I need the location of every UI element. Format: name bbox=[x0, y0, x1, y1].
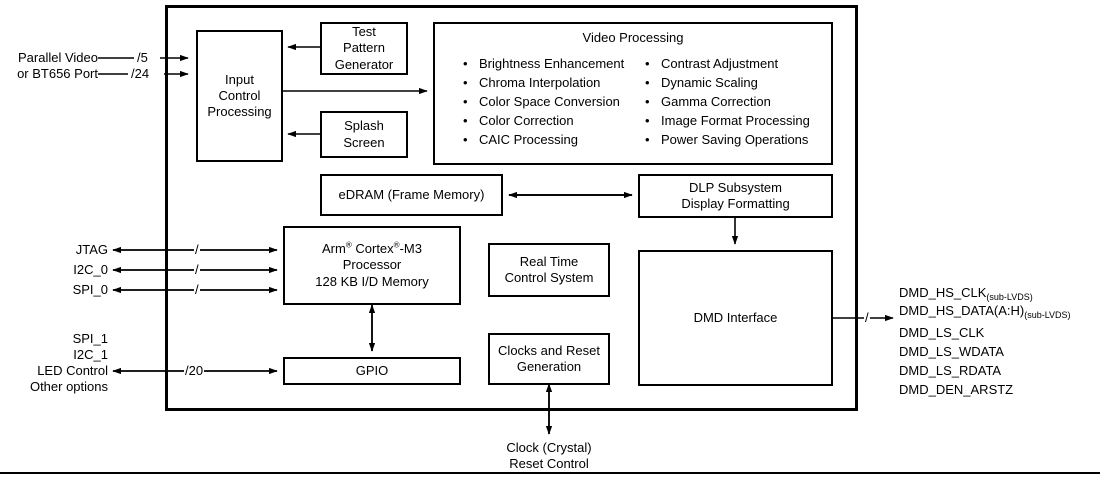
splash-line1: Splash bbox=[344, 118, 384, 134]
video-processing-item: Contrast Adjustment bbox=[645, 54, 831, 73]
edram-label: eDRAM (Frame Memory) bbox=[338, 186, 485, 202]
bus-width-5-label: /5 bbox=[136, 50, 149, 65]
test-pattern-line1: Test bbox=[352, 24, 376, 40]
label-i2c-1: I2C_1 bbox=[73, 347, 108, 362]
video-processing-item: Power Saving Operations bbox=[645, 130, 831, 149]
dmd-hs-clk-base: DMD_HS_CLK bbox=[899, 285, 987, 300]
block-real-time-control-system[interactable]: Real Time Control System bbox=[488, 243, 610, 297]
label-led-control: LED Control bbox=[37, 363, 108, 378]
video-processing-left-column: Brightness Enhancement Chroma Interpolat… bbox=[435, 54, 633, 149]
label-dmd-hs-data: DMD_HS_DATA(A:H)(sub-LVDS) bbox=[899, 303, 1071, 320]
test-pattern-line3: Generator bbox=[334, 56, 394, 72]
video-processing-item: Image Format Processing bbox=[645, 111, 831, 130]
clocks-line1: Clocks and Reset bbox=[498, 342, 600, 358]
bus-width-24-label: /24 bbox=[130, 66, 151, 81]
arm-text-post: -M3 bbox=[399, 241, 422, 257]
label-parallel-video-line2: or BT656 Port bbox=[17, 66, 98, 81]
label-dmd-den-arstz: DMD_DEN_ARSTZ bbox=[899, 382, 1014, 397]
bus-slash-jtag: / bbox=[194, 242, 200, 257]
arm-cortex-line3: 128 KB I/D Memory bbox=[315, 273, 429, 289]
label-dmd-ls-clk: DMD_LS_CLK bbox=[899, 325, 985, 340]
dlp-subsystem-line2: Display Formatting bbox=[681, 196, 790, 211]
label-other-options: Other options bbox=[29, 379, 108, 394]
label-parallel-video-line1: Parallel Video bbox=[18, 50, 98, 65]
label-dmd-ls-wdata: DMD_LS_WDATA bbox=[899, 344, 1004, 359]
label-clock-crystal-line2: Reset Control bbox=[509, 456, 589, 471]
chip-boundary bbox=[165, 5, 858, 411]
bus-slash-dmd: / bbox=[864, 310, 870, 325]
gpio-label: GPIO bbox=[355, 362, 389, 378]
registered-mark-icon: ® bbox=[345, 240, 352, 250]
arm-cortex-line2: Processor bbox=[342, 257, 402, 273]
dmd-hs-data-base: DMD_HS_DATA(A:H) bbox=[899, 303, 1025, 318]
bus-slash-spi0: / bbox=[194, 282, 200, 297]
block-dlp-subsystem[interactable]: DLP Subsystem Display Formatting bbox=[638, 174, 833, 218]
clocks-line2: Generation bbox=[516, 359, 582, 374]
label-dmd-hs-clk: DMD_HS_CLK(sub-LVDS) bbox=[899, 285, 1033, 302]
video-processing-title: Video Processing bbox=[582, 30, 684, 45]
block-dmd-interface[interactable]: DMD Interface bbox=[638, 250, 833, 386]
block-clocks-and-reset-generation[interactable]: Clocks and Reset Generation bbox=[488, 333, 610, 385]
test-pattern-line2: Pattern bbox=[343, 40, 385, 56]
arm-cortex-line1: Arm® Cortex®-M3 bbox=[322, 241, 422, 257]
video-processing-item: Color Space Conversion bbox=[463, 92, 633, 111]
bus-slash-i2c0: / bbox=[194, 262, 200, 277]
block-arm-cortex-m3[interactable]: Arm® Cortex®-M3 Processor 128 KB I/D Mem… bbox=[283, 226, 461, 305]
label-clock-crystal-line1: Clock (Crystal) bbox=[506, 440, 592, 455]
input-control-line2: Control bbox=[218, 87, 261, 103]
video-processing-item: Gamma Correction bbox=[645, 92, 831, 111]
label-jtag: JTAG bbox=[75, 242, 108, 257]
real-time-line2: Control System bbox=[504, 270, 594, 285]
block-splash-screen[interactable]: Splash Screen bbox=[320, 111, 408, 158]
label-dmd-ls-rdata: DMD_LS_RDATA bbox=[899, 363, 1002, 378]
block-gpio[interactable]: GPIO bbox=[283, 357, 461, 385]
dmd-hs-clk-sub: (sub-LVDS) bbox=[986, 292, 1033, 302]
video-processing-item: Chroma Interpolation bbox=[463, 73, 633, 92]
dmd-interface-label: DMD Interface bbox=[693, 309, 778, 325]
arm-text-mid: Cortex bbox=[351, 241, 394, 257]
label-spi-1: SPI_1 bbox=[72, 331, 108, 346]
dlp-subsystem-line1: DLP Subsystem bbox=[689, 179, 782, 195]
input-control-line1: Input bbox=[225, 71, 254, 87]
bus-width-20-label: /20 bbox=[184, 363, 205, 378]
video-processing-item: CAIC Processing bbox=[463, 130, 633, 149]
video-processing-item: Dynamic Scaling bbox=[645, 73, 831, 92]
input-control-line3: Processing bbox=[207, 104, 272, 120]
video-processing-item: Brightness Enhancement bbox=[463, 54, 633, 73]
block-edram[interactable]: eDRAM (Frame Memory) bbox=[320, 174, 503, 216]
block-video-processing[interactable]: Video Processing Brightness Enhancement … bbox=[433, 22, 833, 165]
dmd-hs-data-sub: (sub-LVDS) bbox=[1024, 310, 1071, 320]
registered-mark-icon: ® bbox=[393, 240, 400, 250]
video-processing-right-column: Contrast Adjustment Dynamic Scaling Gamm… bbox=[633, 54, 831, 149]
page-bottom-rule bbox=[0, 472, 1100, 474]
block-test-pattern-generator[interactable]: Test Pattern Generator bbox=[320, 22, 408, 75]
block-input-control-processing[interactable]: Input Control Processing bbox=[196, 30, 283, 162]
video-processing-item: Color Correction bbox=[463, 111, 633, 130]
splash-line2: Screen bbox=[343, 134, 385, 150]
label-i2c-0: I2C_0 bbox=[73, 262, 108, 277]
arm-text-pre: Arm bbox=[322, 241, 346, 257]
real-time-line1: Real Time bbox=[519, 253, 579, 269]
label-spi-0: SPI_0 bbox=[72, 282, 108, 297]
